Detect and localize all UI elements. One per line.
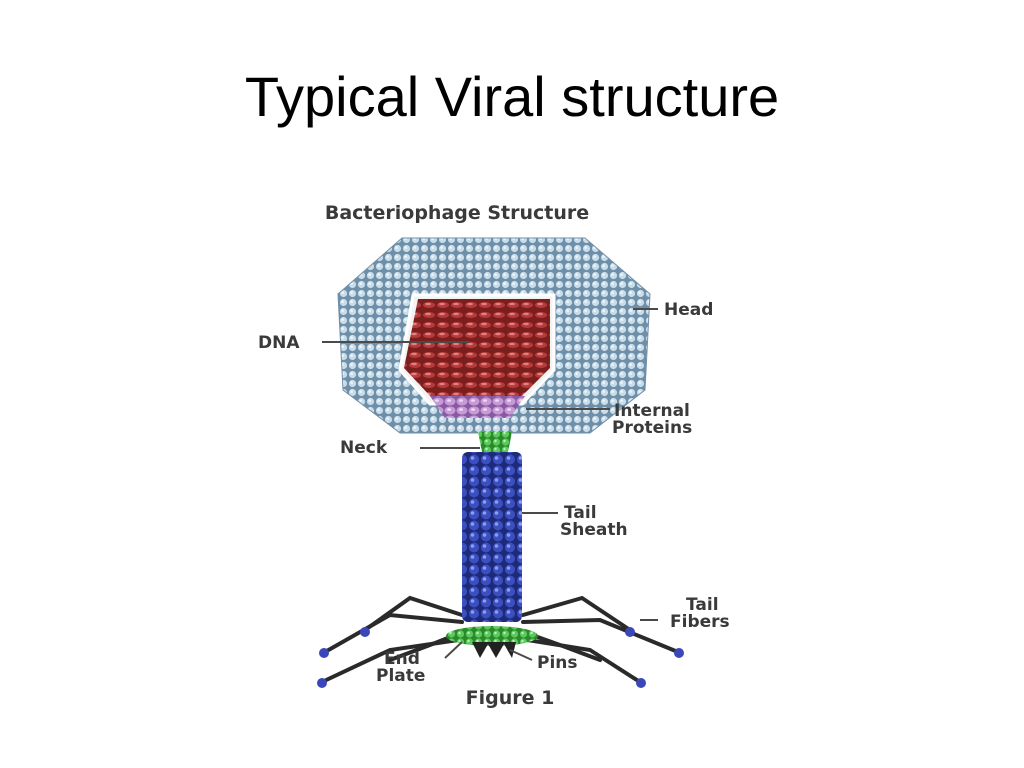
- label-end-plate-1: End: [384, 649, 420, 669]
- figure-heading: Bacteriophage Structure: [325, 202, 589, 224]
- figure-caption: Figure 1: [466, 687, 555, 709]
- internal-proteins: [430, 396, 525, 418]
- neck: [478, 432, 512, 452]
- label-tail-fibers-2: Fibers: [670, 612, 730, 632]
- slide-title: Typical Viral structure: [244, 65, 780, 128]
- tail-sheath: [462, 452, 522, 622]
- label-internal-proteins-2: Proteins: [612, 418, 692, 438]
- label-tail-sheath-1: Tail: [564, 503, 597, 523]
- dna: [404, 299, 550, 398]
- label-dna: DNA: [258, 333, 300, 353]
- label-neck: Neck: [340, 438, 388, 458]
- label-pins: Pins: [537, 653, 578, 673]
- pins: [472, 642, 516, 658]
- bacteriophage-diagram: Bacteriophage Structure: [258, 202, 730, 709]
- end-plate: [446, 626, 538, 658]
- bacteriophage-figure: Bacteriophage Structure: [240, 190, 780, 720]
- label-tail-fibers-1: Tail: [686, 595, 719, 615]
- label-tail-sheath-2: Sheath: [560, 520, 628, 540]
- label-end-plate-2: Plate: [376, 666, 425, 686]
- fiber-tips: [317, 627, 684, 688]
- label-internal-proteins-1: Internal: [614, 401, 690, 421]
- label-head: Head: [664, 300, 713, 320]
- leader-lines: [322, 308, 658, 661]
